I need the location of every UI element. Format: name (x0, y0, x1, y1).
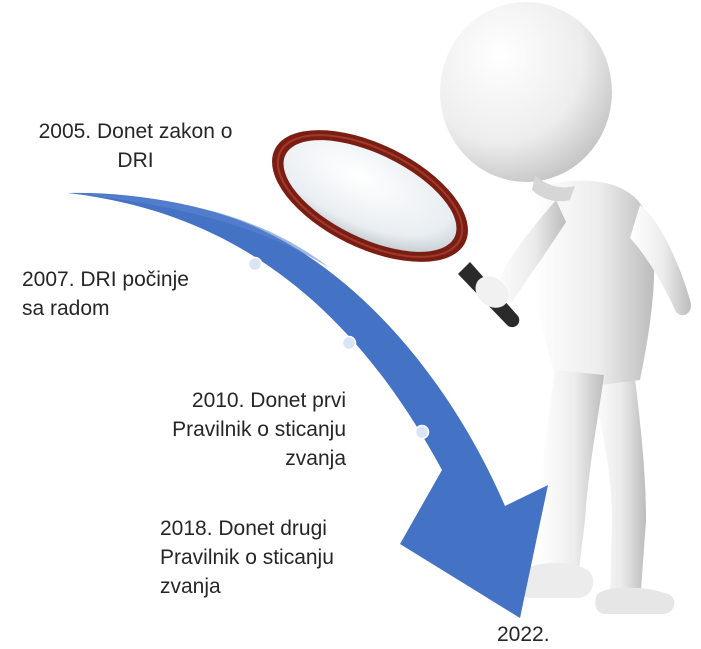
timeline-dot-2018 (414, 424, 430, 440)
event-label-2022: 2022. (497, 623, 550, 646)
magnifying-glass-icon (272, 130, 520, 328)
timeline-arrow-highlight (68, 193, 330, 268)
event-label-2018: 2018. Donet drugi Pravilnik o sticanju z… (160, 517, 334, 598)
timeline-dot-2007 (247, 256, 263, 272)
person-figure (440, 2, 691, 614)
event-label-2005: 2005. Donet zakon o DRI (38, 120, 233, 172)
timeline-dot-2010 (341, 335, 357, 351)
event-label-2010: 2010. Donet prvi Pravilnik o sticanju zv… (172, 389, 346, 470)
event-label-2007: 2007. DRI počinje sa radom (22, 268, 189, 320)
timeline-arrow-shape (68, 192, 548, 618)
